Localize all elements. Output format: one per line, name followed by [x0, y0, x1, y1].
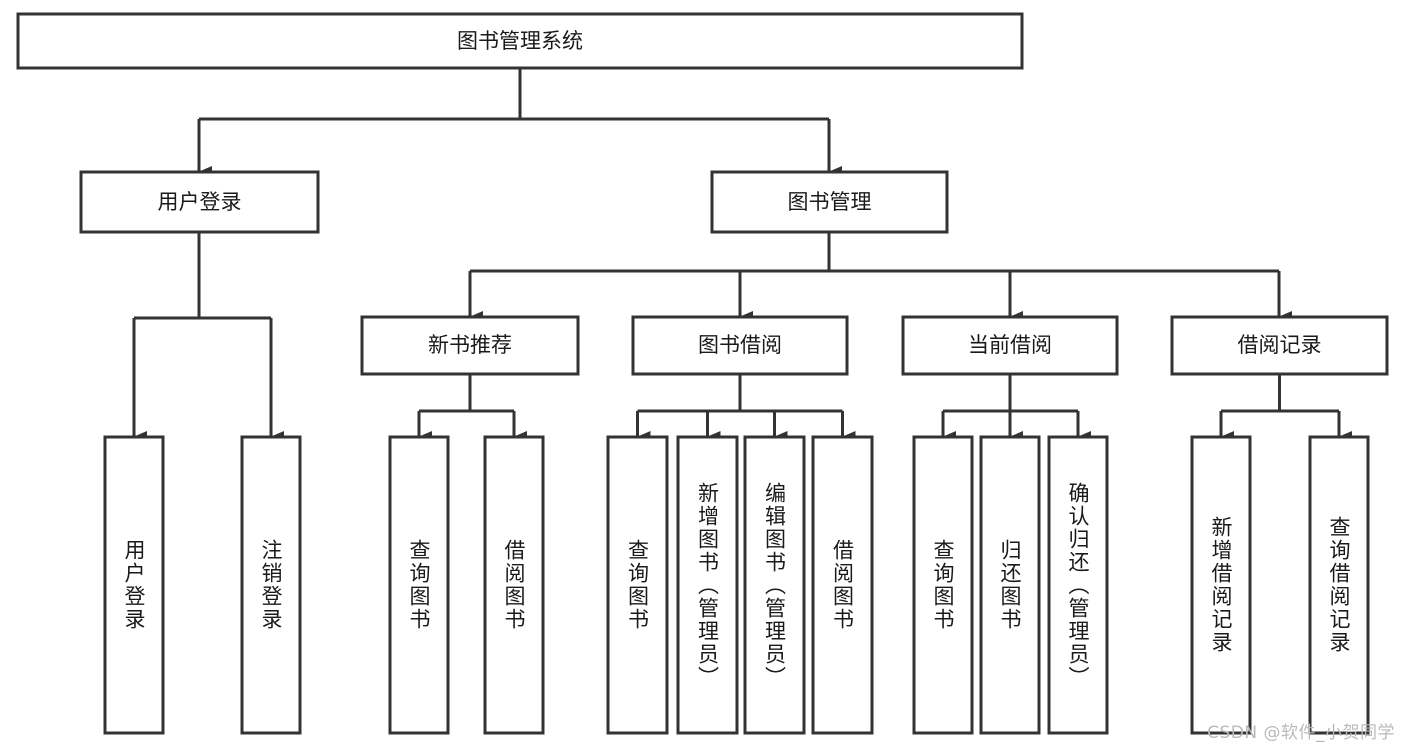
node-current-borrow-box[interactable] [901, 315, 1119, 376]
node-new-book-rec-box[interactable] [360, 315, 580, 376]
node-leaf-add-book-box[interactable] [676, 435, 739, 735]
node-book-manage-box[interactable] [710, 170, 949, 234]
node-borrow-record-box[interactable] [1170, 315, 1389, 376]
node-root-box[interactable] [16, 12, 1024, 70]
node-leaf-borrow-book-2-box[interactable] [811, 435, 874, 735]
watermark: CSDN @软件_小贺同学 [1207, 723, 1395, 743]
boxes-layer [16, 12, 1389, 735]
node-leaf-borrow-book-1-box[interactable] [483, 435, 545, 735]
node-leaf-add-record-box[interactable] [1190, 435, 1252, 735]
node-leaf-edit-book-box[interactable] [743, 435, 806, 735]
node-leaf-query-book-3-box[interactable] [912, 435, 974, 735]
connectors-layer [132, 68, 1352, 443]
node-leaf-return-book-box[interactable] [979, 435, 1041, 735]
node-user-login-box[interactable] [79, 170, 320, 234]
node-leaf-query-record-box[interactable] [1308, 435, 1370, 735]
node-leaf-query-book-1-box[interactable] [388, 435, 450, 735]
node-book-borrow-box[interactable] [631, 315, 849, 376]
node-leaf-user-logout-box[interactable] [240, 435, 302, 735]
node-leaf-user-login-box[interactable] [103, 435, 165, 735]
node-leaf-confirm-return-box[interactable] [1047, 435, 1109, 735]
node-leaf-query-book-2-box[interactable] [606, 435, 669, 735]
